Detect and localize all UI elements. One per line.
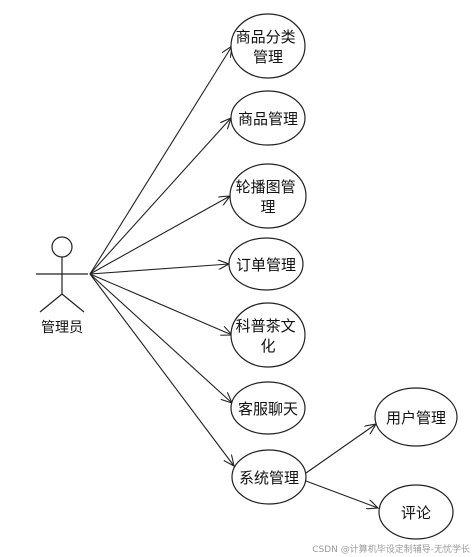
use-case-label-line: 理: [260, 198, 275, 216]
svg-text:轮播图管 理: 轮播图管 理: [236, 178, 301, 216]
use-case-ellipse: [374, 387, 458, 447]
svg-text:商品管理: 商品管理: [238, 110, 298, 128]
actor-head: [51, 236, 73, 258]
use-case-product-category: 商品分类 管理: [230, 13, 306, 79]
svg-text:客服聊天: 客服聊天: [238, 400, 298, 418]
use-case-label-line: 商品分类: [236, 28, 296, 46]
association-uc3: [89, 196, 230, 275]
use-case-ellipse: [230, 90, 306, 146]
actor-right-leg: [61, 293, 85, 313]
association-uc6: [89, 273, 232, 403]
use-case-label-line: 管理: [253, 48, 283, 66]
association-uc7: [89, 273, 234, 466]
use-case-carousel: 轮播图管 理: [229, 163, 307, 229]
actor-admin: [36, 236, 88, 313]
association-uc5: [89, 273, 232, 335]
watermark: CSDN @计算机毕设定制辅导-无忧学长: [312, 543, 470, 555]
svg-text:系统管理: 系统管理: [239, 469, 299, 487]
use-case-label-line: 评论: [401, 504, 431, 522]
association-uc8: [305, 424, 376, 474]
svg-text:科普茶文 化: 科普茶文 化: [236, 317, 301, 355]
use-case-system: 系统管理: [231, 449, 307, 505]
use-case-comments: 评论: [378, 484, 454, 540]
svg-text:用户管理: 用户管理: [386, 409, 446, 427]
use-case-label-line: 订单管理: [236, 256, 296, 274]
use-case-label-line: 客服聊天: [238, 400, 298, 418]
use-case-orders: 订单管理: [228, 237, 304, 291]
use-case-label-line: 商品管理: [238, 110, 298, 128]
association-uc1: [89, 46, 232, 275]
association-uc9: [305, 480, 378, 508]
use-case-ellipse: [230, 13, 306, 79]
use-case-tea-culture: 科普茶文 化: [230, 302, 306, 368]
association-uc4: [89, 264, 229, 275]
actor-left-leg: [39, 293, 63, 313]
use-case-label-line: 化: [260, 337, 275, 355]
system-associations: [305, 424, 378, 508]
association-uc2: [89, 118, 231, 275]
use-case-label-line: 系统管理: [239, 469, 299, 487]
use-case-ellipse: [231, 449, 307, 505]
use-case-ellipse: [230, 381, 306, 435]
svg-text:评论: 评论: [401, 504, 431, 522]
use-case-ellipse: [378, 484, 454, 540]
use-case-ellipse: [230, 302, 306, 368]
use-case-label-line: 用户管理: [386, 409, 446, 427]
use-case-ellipse: [228, 237, 304, 291]
use-case-label-line: 科普茶文: [236, 317, 296, 335]
svg-text:商品分类 管理: 商品分类 管理: [236, 28, 301, 66]
use-case-product: 商品管理: [230, 90, 306, 146]
actor-label: 管理员: [41, 320, 83, 336]
use-case-customer-chat: 客服聊天: [230, 381, 306, 435]
actor-associations: [89, 46, 234, 466]
use-case-label-line: 轮播图管: [236, 178, 296, 196]
svg-text:订单管理: 订单管理: [236, 256, 296, 274]
use-case-ellipse: [229, 163, 307, 229]
use-case-users: 用户管理: [374, 387, 458, 447]
